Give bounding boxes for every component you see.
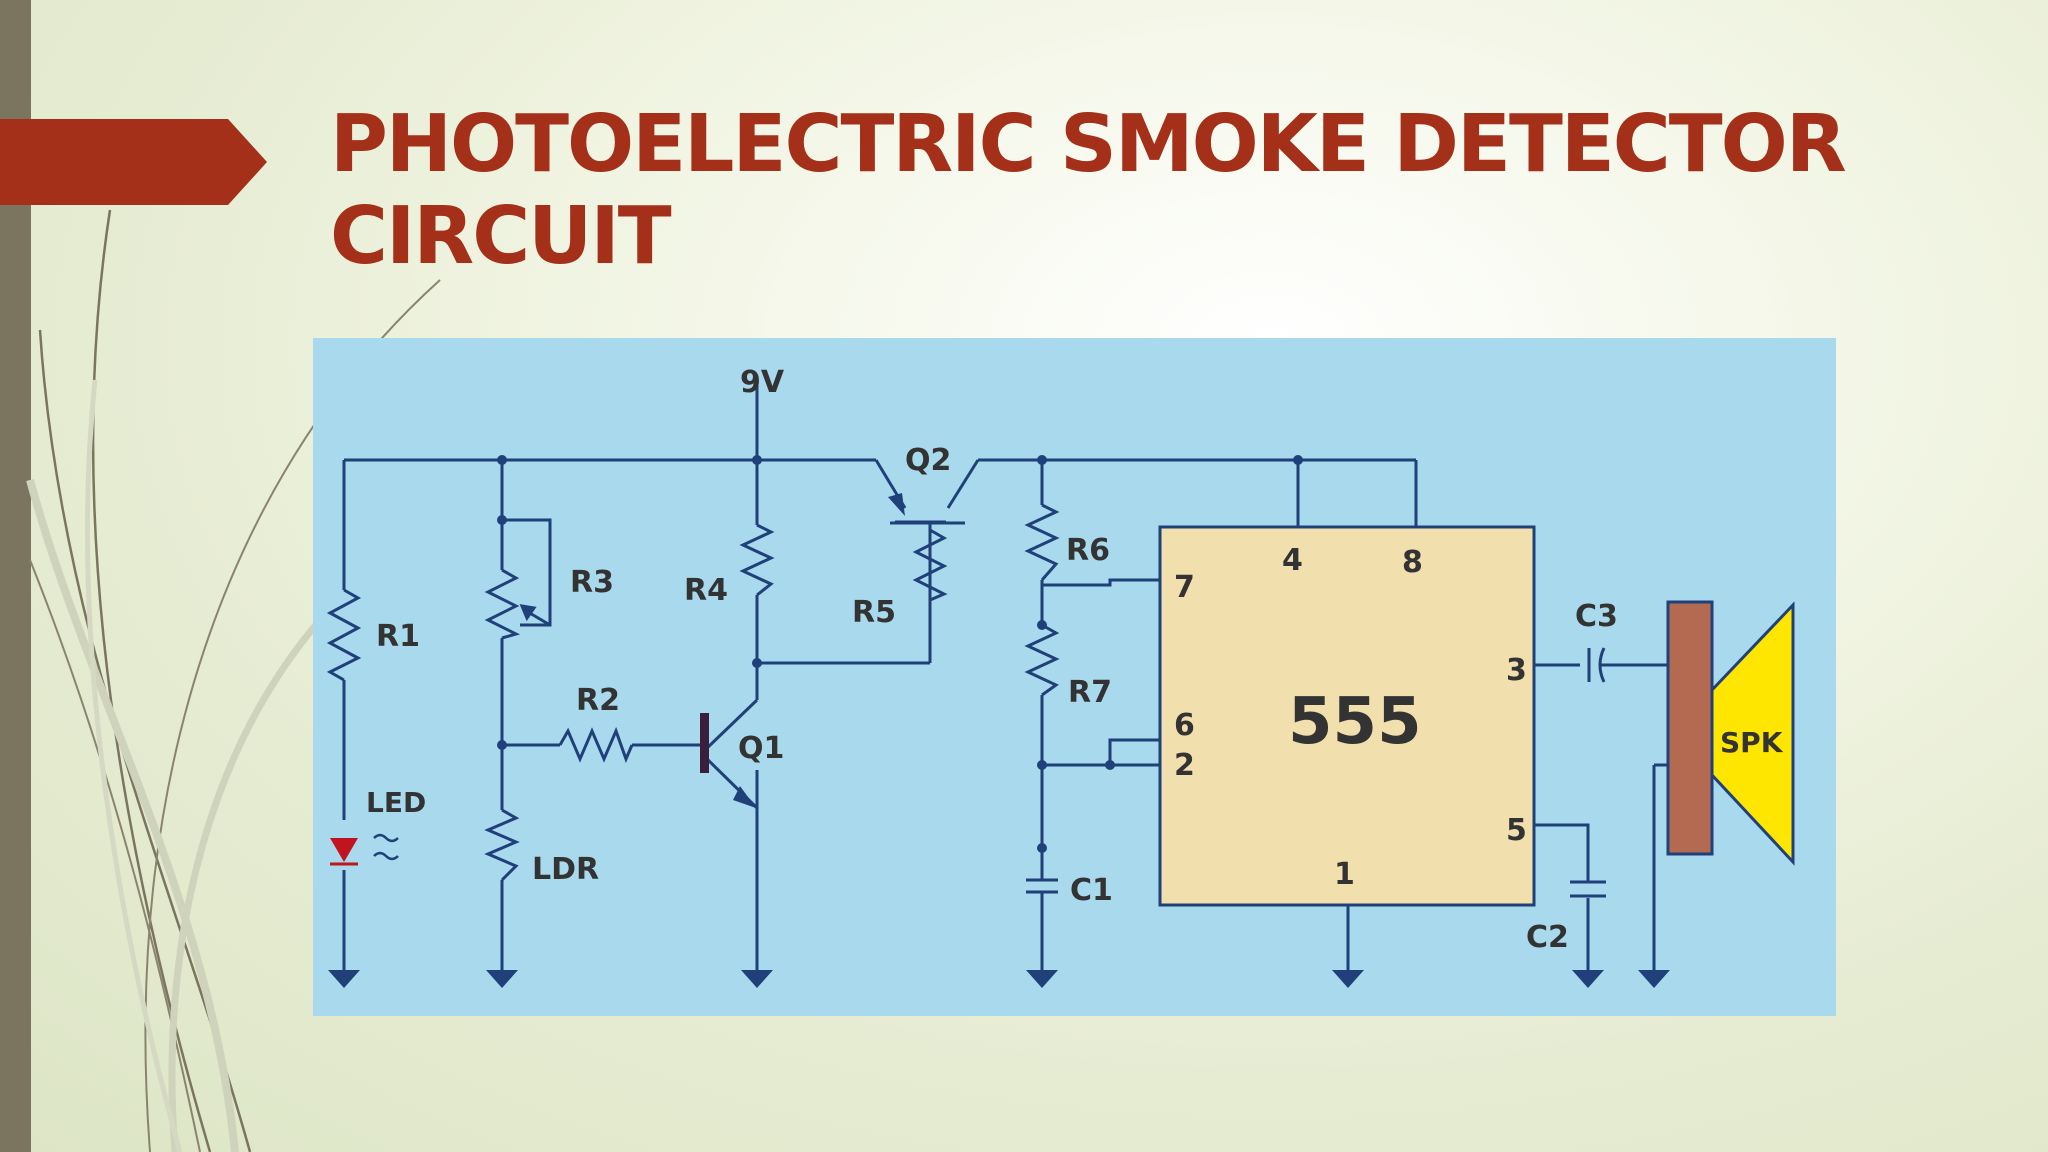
ic-pin-2: 2 <box>1174 748 1195 783</box>
label-c1: C1 <box>1070 873 1113 908</box>
q1-base-bar <box>700 713 709 773</box>
resistor-r2 <box>558 726 634 764</box>
label-r2: R2 <box>576 683 620 718</box>
slide-title: PHOTOELECTRIC SMOKE DETECTOR CIRCUIT <box>330 98 1847 282</box>
label-ldr: LDR <box>532 852 599 887</box>
ic-pin-8: 8 <box>1402 545 1423 580</box>
q1-emitter-arrow <box>733 786 756 808</box>
label-c2: C2 <box>1526 920 1569 955</box>
title-accent-arrow <box>0 119 267 205</box>
label-c3: C3 <box>1575 599 1618 634</box>
supply-label: 9V <box>740 365 785 400</box>
ic-pin-5: 5 <box>1506 813 1527 848</box>
label-r1: R1 <box>376 619 420 654</box>
label-q1: Q1 <box>738 731 784 766</box>
label-r6: R6 <box>1066 533 1110 568</box>
ic-pin-7: 7 <box>1174 570 1195 605</box>
label-q2: Q2 <box>905 443 951 478</box>
potentiometer-r3 <box>484 518 551 640</box>
speaker-magnet <box>1666 600 1714 856</box>
ic-pin-6: 6 <box>1174 708 1195 743</box>
q2-emitter-arrow <box>888 493 905 516</box>
label-led: LED <box>366 786 426 819</box>
label-r5: R5 <box>852 595 896 630</box>
resistor-r1 <box>326 588 362 682</box>
ic-pin-1: 1 <box>1334 857 1355 892</box>
junction-dots <box>497 455 1303 853</box>
label-r4: R4 <box>684 573 728 608</box>
label-speaker: SPK <box>1720 726 1784 759</box>
capacitor-c2 <box>1570 880 1606 898</box>
led-symbol <box>330 833 399 866</box>
resistor-r4 <box>739 523 775 597</box>
label-r7: R7 <box>1068 675 1112 710</box>
ic-pin-4: 4 <box>1282 543 1303 578</box>
resistor-r7 <box>1024 623 1060 697</box>
circuit-wires <box>342 382 1668 970</box>
ic-name: 555 <box>1288 685 1422 759</box>
ldr <box>484 808 520 882</box>
label-r3: R3 <box>570 565 614 600</box>
diagram-background <box>313 338 1836 1016</box>
capacitor-c1 <box>1026 865 1058 905</box>
speaker-cone <box>1710 601 1795 866</box>
ic-pin-3: 3 <box>1506 653 1527 688</box>
resistor-r6 <box>1024 503 1060 581</box>
ic-555-body <box>1158 525 1536 907</box>
resistor-r5 <box>912 528 948 663</box>
ground-symbols <box>328 970 1670 988</box>
circuit-diagram: 9V R1 R3 R4 R5 R2 Q1 Q2 LED LDR R6 R7 C1… <box>313 338 1836 1016</box>
capacitor-c3 <box>1587 647 1606 683</box>
